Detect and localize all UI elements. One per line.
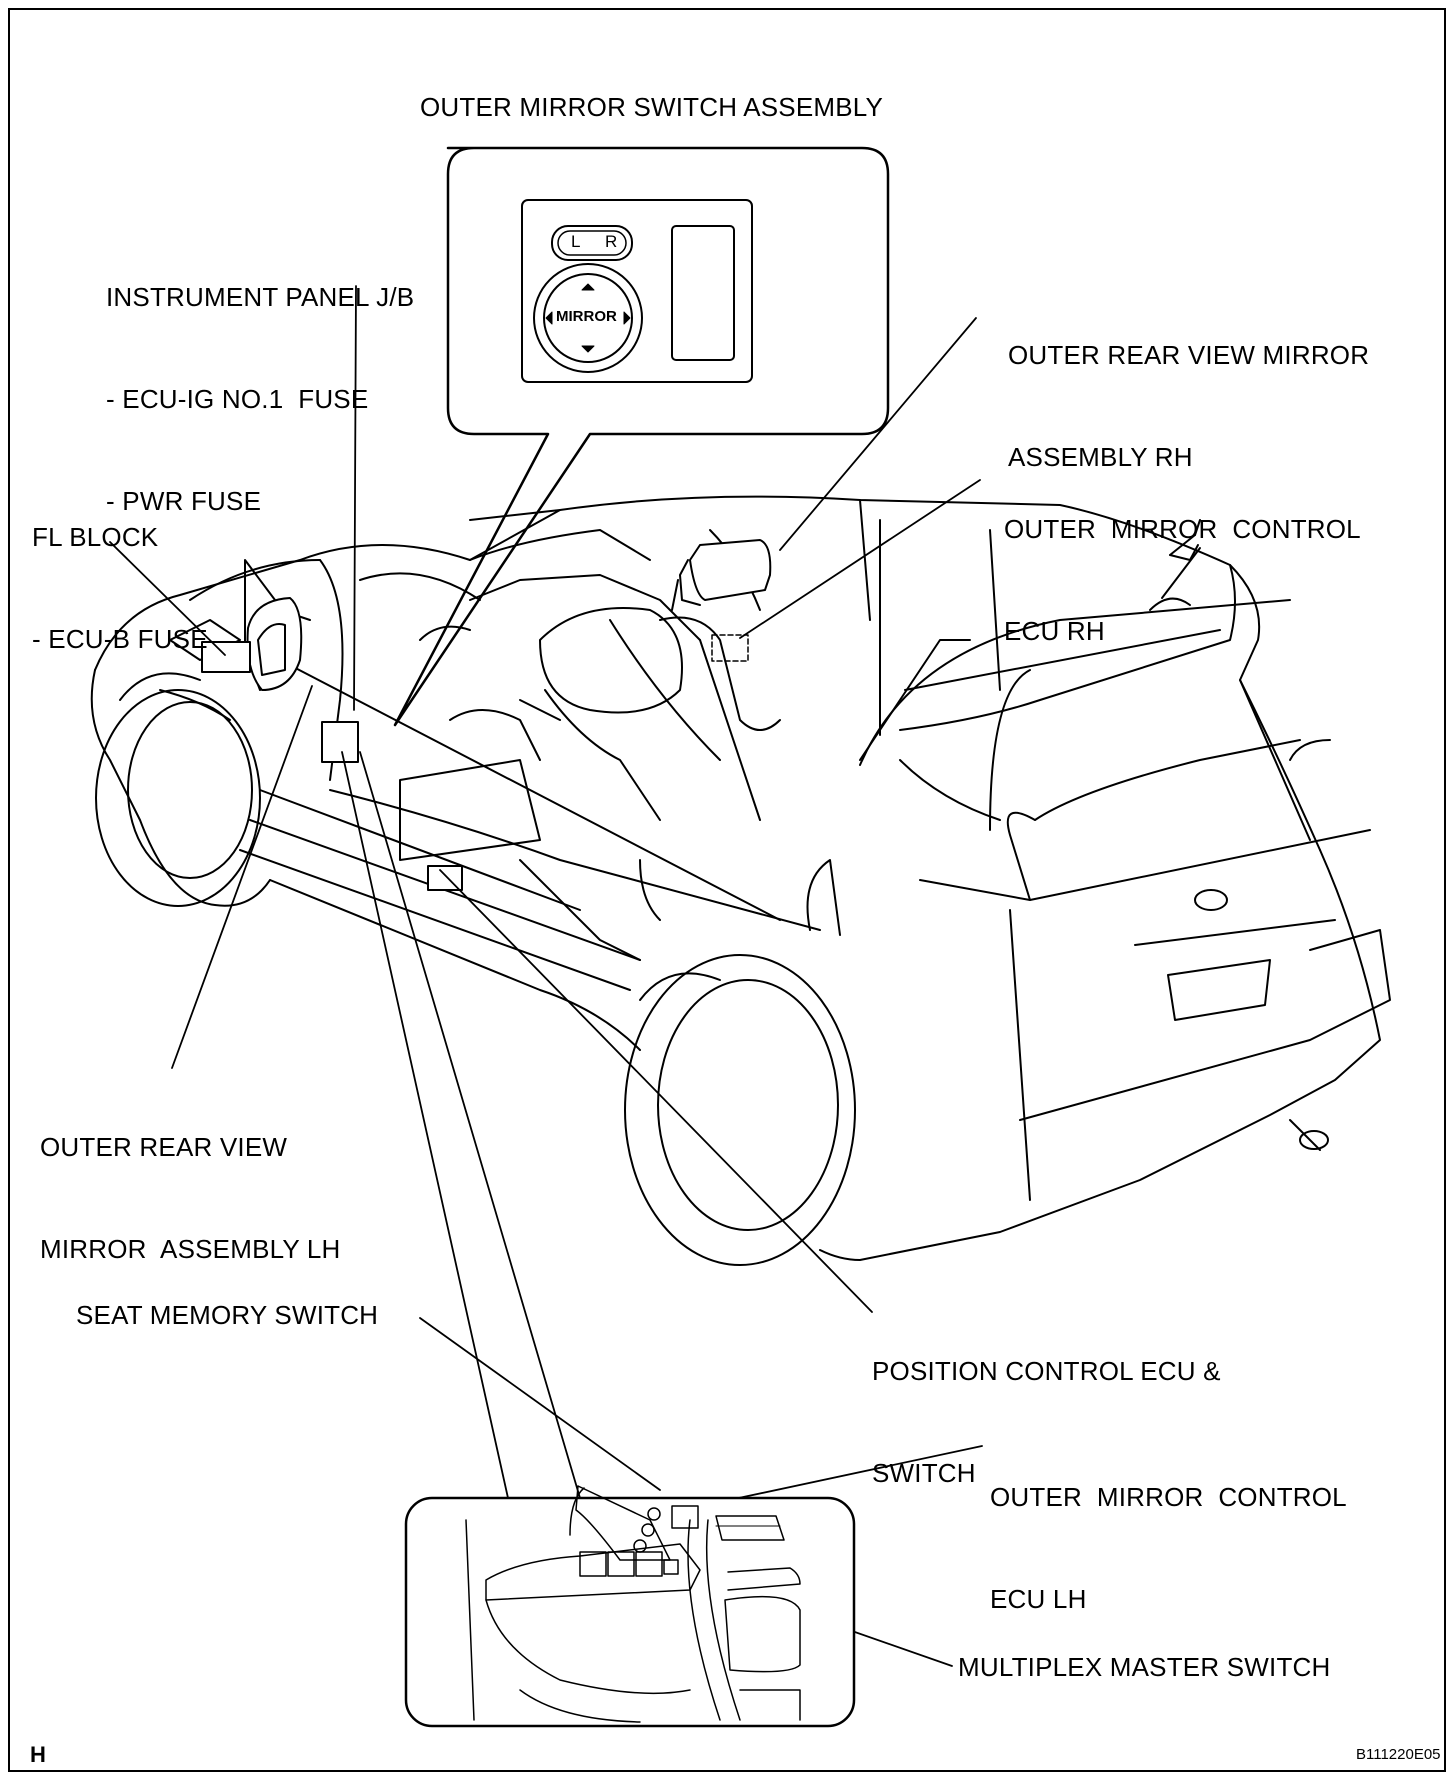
seat-memory-switch-label: SEAT MEMORY SWITCH — [76, 1300, 379, 1330]
mirror-knob-label: MIRROR — [556, 308, 617, 325]
vehicle-body — [90, 495, 1391, 1261]
outer-rear-view-mirror-lh-shape — [246, 597, 303, 691]
figure-code: B111220E05 — [1356, 1746, 1441, 1763]
mirror-adjust-knob — [543, 273, 633, 363]
switch-r-label: R — [605, 232, 618, 251]
diagram-frame — [8, 8, 1446, 1772]
diagram-title: OUTER MIRROR SWITCH ASSEMBLY — [420, 92, 884, 122]
memory-button-2 — [641, 1523, 655, 1537]
antenna — [1149, 547, 1201, 611]
fl-block-shape — [201, 641, 251, 673]
rear-wheel — [624, 954, 856, 1266]
outer-mirror-control-ecu-lh-shape — [671, 1505, 699, 1529]
window-switch-3 — [635, 1551, 663, 1577]
switch-inset-callout — [393, 146, 890, 727]
front-wheel — [95, 672, 261, 907]
outer-mirror-control-ecu-lh-label: OUTER MIRROR CONTROL ECU LH — [990, 1482, 1347, 1614]
outer-mirror-control-ecu-rh-shape — [711, 634, 749, 662]
switch-inset — [393, 146, 890, 727]
outer-mirror-control-ecu-rh-label: OUTER MIRROR CONTROL ECU RH — [1004, 514, 1361, 646]
multiplex-master-switch-label: MULTIPLEX MASTER SWITCH — [958, 1652, 1331, 1682]
switch-blank-panel — [671, 225, 735, 361]
outer-rear-view-mirror-rh-shape — [671, 539, 772, 611]
position-control-ecu-label: POSITION CONTROL ECU & SWITCH — [872, 1356, 1221, 1488]
lr-selector-switch — [551, 225, 633, 261]
window-switch-1 — [579, 1551, 607, 1577]
outer-rear-view-mirror-rh-label: OUTER REAR VIEW MIRROR ASSEMBLY RH — [1008, 340, 1370, 472]
switch-l-label: L — [571, 232, 581, 251]
leader-lines — [109, 285, 983, 1667]
memory-button-3 — [647, 1507, 661, 1521]
fl-block-label: FL BLOCK - ECU-B FUSE — [32, 522, 208, 654]
instrument-panel-jb-label: INSTRUMENT PANEL J/B - ECU-IG NO.1 FUSE … — [106, 282, 415, 516]
door-trim-inset — [404, 1485, 856, 1728]
instrument-panel-jb-shape — [321, 721, 359, 763]
window-switch-2 — [607, 1551, 635, 1577]
corner-letter: H — [30, 1742, 46, 1767]
door-trim-inset-frame — [404, 1496, 856, 1728]
outer-rear-view-mirror-lh-label: OUTER REAR VIEW MIRROR ASSEMBLY LH — [40, 1132, 341, 1264]
